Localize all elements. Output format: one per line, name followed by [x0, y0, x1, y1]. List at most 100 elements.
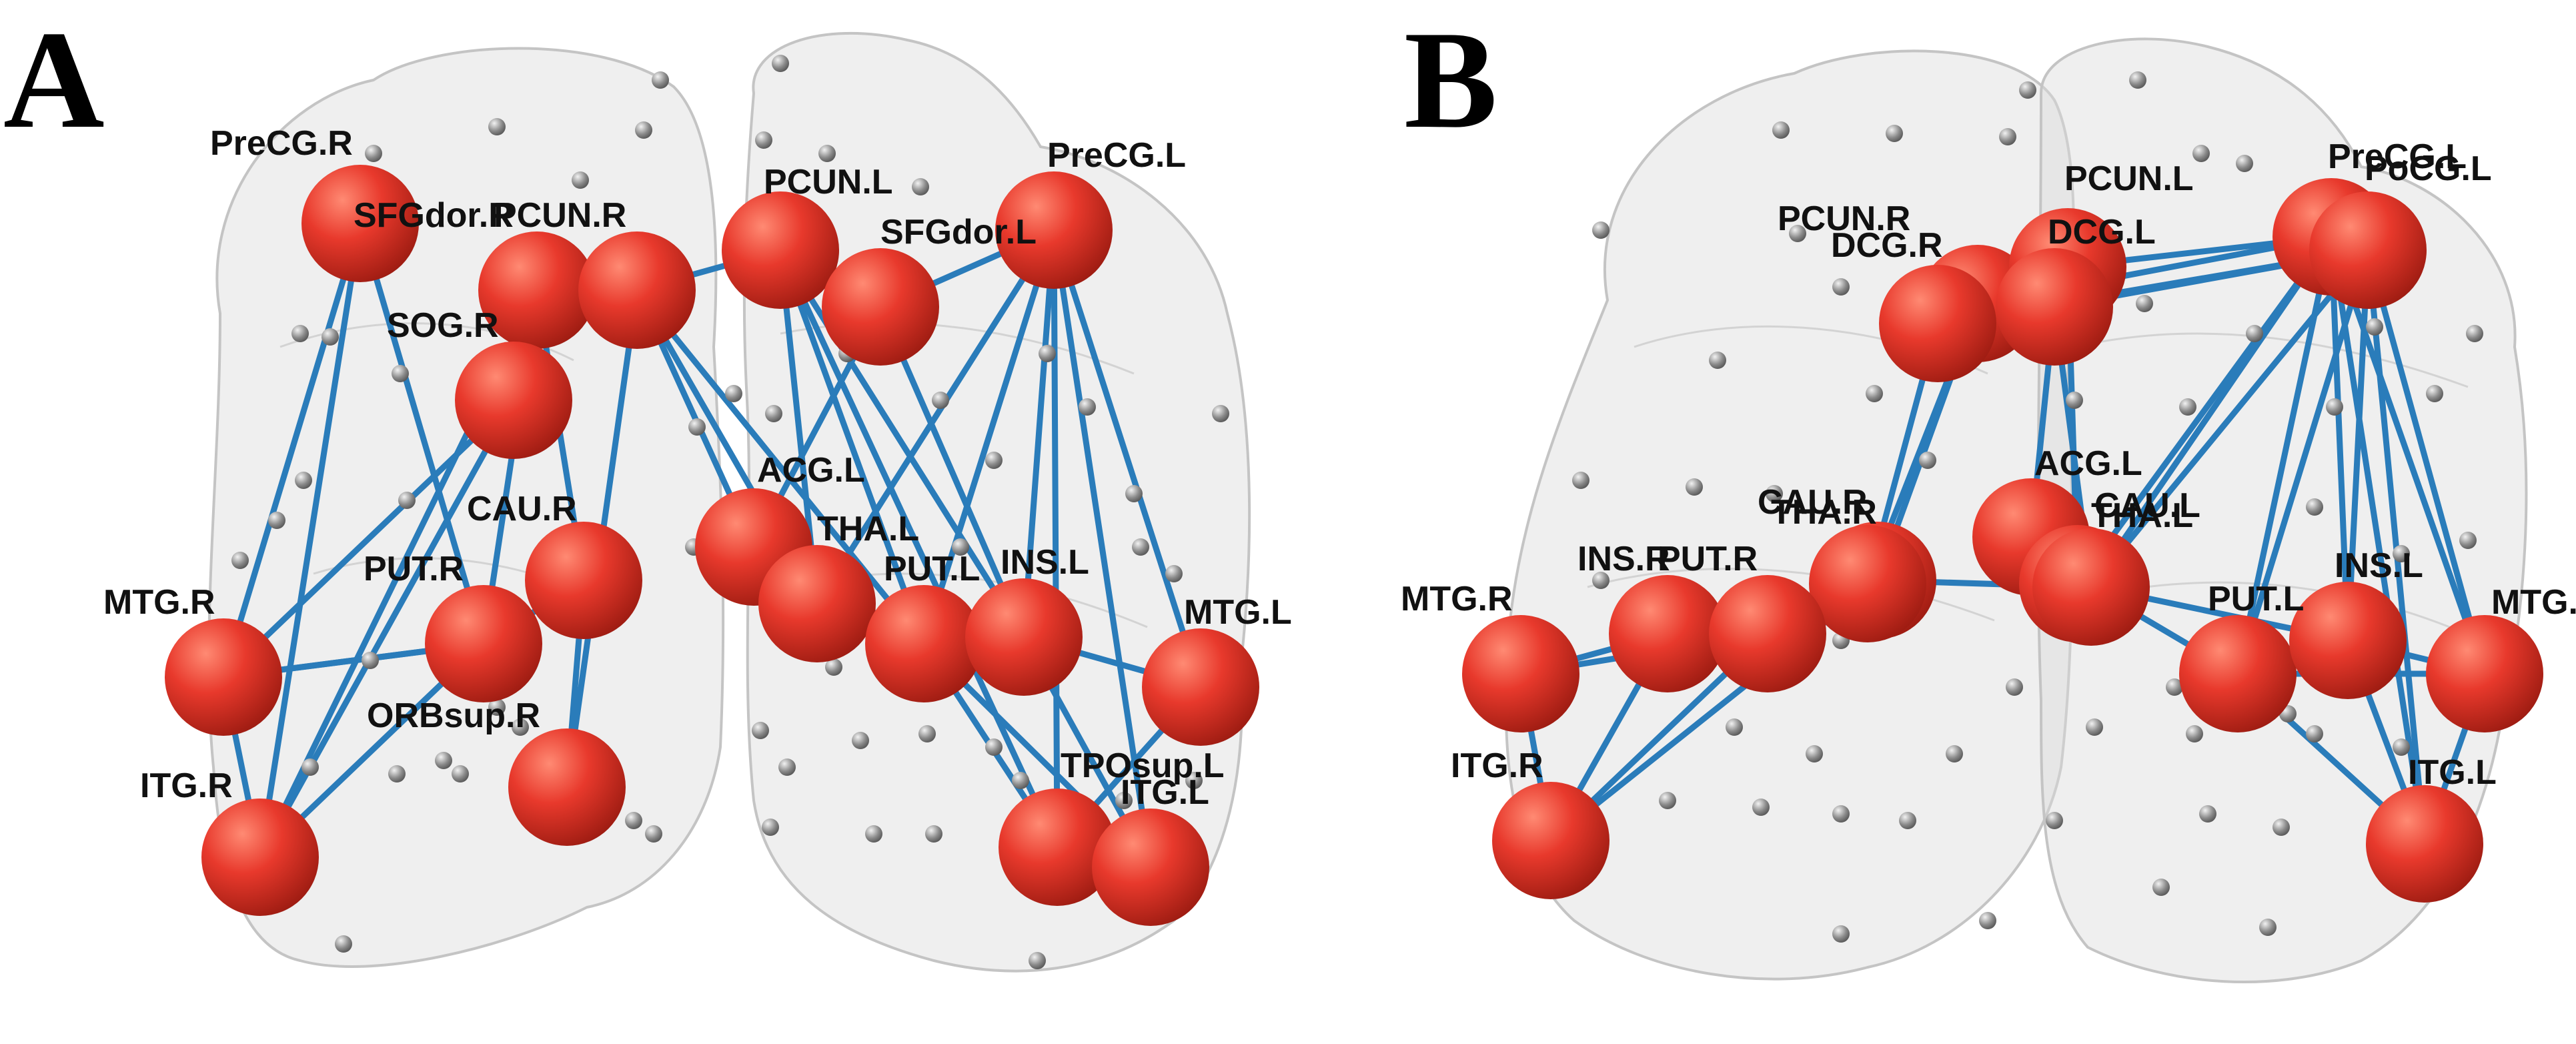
small-node	[1659, 792, 1676, 809]
network-edge	[2328, 233, 2428, 847]
nodes-b: PCUN.RDCG.RPCUN.LDCG.LPreCG.LPoCG.LCAU.R…	[1401, 137, 2576, 903]
node-label-sog-r: SOG.R	[387, 306, 499, 345]
small-node	[2466, 325, 2483, 342]
small-node	[1772, 121, 1790, 139]
node-label-precg-l: PreCG.L	[1047, 136, 1186, 175]
small-node	[2306, 498, 2323, 516]
network-edge	[814, 227, 1057, 607]
network-edge	[2328, 233, 2351, 644]
network-edge	[220, 220, 364, 680]
node-sphere-put-r	[425, 585, 542, 702]
small-node	[1726, 718, 1743, 736]
node-label-precg-l: PreCG.L	[2328, 137, 2467, 176]
small-node	[1012, 772, 1029, 789]
small-node	[752, 722, 769, 739]
node-label-sfgdor-r: SFGdor.R	[354, 196, 514, 235]
small-node	[335, 935, 352, 953]
small-node	[985, 452, 1003, 469]
node-label-pcun-l: PCUN.L	[2064, 159, 2194, 198]
node-label-pocg-l: PoCG.L	[2365, 149, 2492, 188]
node-sphere-pcun-r	[578, 231, 696, 349]
small-node	[2179, 398, 2196, 416]
network-edge	[257, 220, 364, 861]
node-label-pcun-l: PCUN.L	[764, 163, 893, 201]
small-node	[1185, 772, 1203, 789]
small-node	[392, 365, 409, 382]
node-label-itg-r: ITG.R	[140, 766, 233, 805]
small-node	[952, 538, 969, 556]
node-sphere-ins-l	[965, 578, 1083, 696]
node-label-put-r: PUT.R	[364, 550, 464, 588]
small-node	[725, 385, 742, 402]
small-node	[765, 405, 782, 422]
small-node	[772, 55, 789, 72]
small-node	[2192, 145, 2210, 162]
small-node	[865, 825, 882, 843]
small-node	[688, 418, 706, 436]
network-edge	[220, 397, 517, 680]
small-node	[398, 492, 416, 509]
small-node	[1572, 472, 1589, 489]
node-sphere-tha-l	[758, 545, 876, 662]
small-node	[2136, 295, 2153, 312]
small-node	[435, 752, 452, 769]
network-edge	[2365, 247, 2488, 677]
node-sphere-itg-l	[2366, 785, 2483, 903]
small-nodes-b	[1572, 71, 2483, 943]
network-edge	[777, 247, 1061, 851]
small-node	[1919, 452, 1936, 469]
node-label-sfgdor-l: SFGdor.L	[880, 213, 1037, 251]
panel-letter-a: A	[3, 3, 105, 157]
small-node	[918, 725, 936, 742]
small-node	[2236, 155, 2253, 172]
node-label-pcun-r: PCUN.R	[1778, 199, 1910, 238]
small-node	[1789, 225, 1806, 242]
small-node	[762, 819, 779, 836]
node-sphere-ins-l	[2289, 582, 2407, 699]
small-node	[2086, 718, 2103, 736]
small-node	[321, 328, 339, 346]
small-node	[778, 758, 796, 776]
small-node	[1079, 398, 1096, 416]
node-sphere-tposup-l	[999, 789, 1116, 906]
node-sphere-pcun-l	[722, 191, 839, 309]
node-sphere-dcg-l	[1996, 248, 2113, 366]
small-node	[2006, 678, 2023, 696]
small-node	[2306, 725, 2323, 742]
node-label-tposup-l: TPOsup.L	[1061, 746, 1225, 785]
node-sphere-mtg-l	[1142, 628, 1259, 746]
node-label-tha-r: THA.R	[1771, 493, 1877, 532]
small-node	[2259, 919, 2277, 936]
small-node	[1709, 352, 1726, 369]
network-edge	[357, 220, 487, 647]
node-label-mtg-l: MTG.L	[2491, 583, 2576, 622]
small-node	[1125, 485, 1143, 502]
node-label-itg-r: ITG.R	[1451, 746, 1543, 785]
small-node	[1039, 345, 1056, 362]
node-label-itg-l: ITG.L	[2408, 753, 2497, 792]
small-node	[852, 732, 869, 749]
small-node	[818, 145, 836, 162]
small-node	[1165, 565, 1183, 582]
network-edge	[634, 287, 927, 647]
node-label-put-r: PUT.R	[1658, 540, 1758, 578]
network-edge	[1051, 227, 1204, 690]
small-node	[825, 658, 842, 676]
small-node	[2459, 532, 2477, 549]
nodes-a: PreCG.RSFGdor.RPCUN.RSOG.RPCUN.LSFGdor.L…	[103, 124, 1292, 926]
node-sphere-itg-l	[1092, 809, 1209, 926]
network-edge	[777, 247, 1027, 640]
small-node	[1832, 805, 1850, 823]
node-sphere-put-l	[865, 585, 983, 702]
small-node	[388, 765, 406, 782]
small-node	[2066, 392, 2083, 409]
small-node	[452, 765, 469, 782]
node-sphere-mtg-r	[165, 618, 282, 736]
node-sphere-dcg-r	[1879, 265, 1996, 382]
small-node	[1832, 278, 1850, 296]
small-node	[2326, 398, 2343, 416]
small-node	[755, 131, 772, 149]
small-node	[1029, 952, 1046, 969]
network-edge	[2234, 247, 2371, 677]
small-node	[635, 121, 652, 139]
